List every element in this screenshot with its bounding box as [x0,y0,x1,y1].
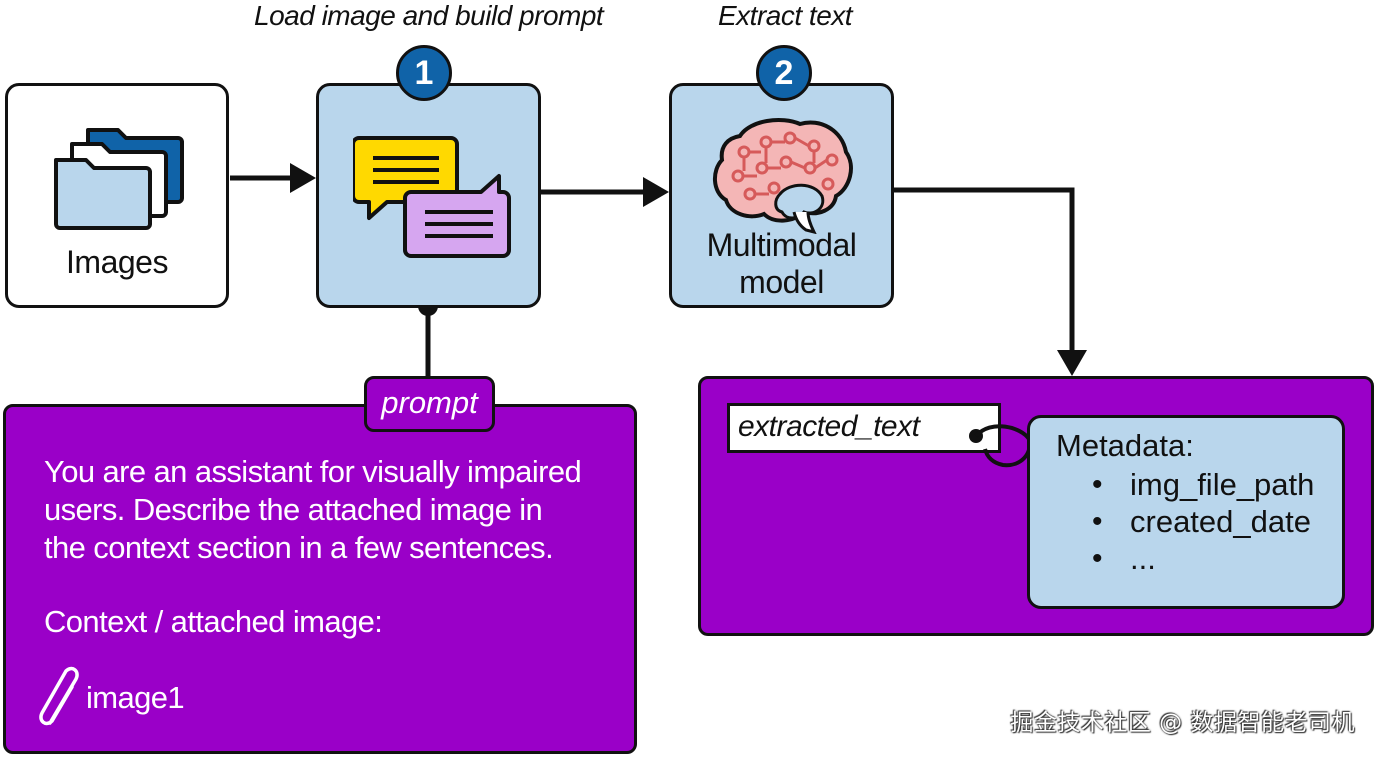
prompt-line-1: You are an assistant for visually impair… [44,454,582,489]
extracted-text-label: extracted_text [738,410,920,443]
list-item: •... [1092,540,1156,576]
link-connector [969,424,1032,468]
metadata-list: •img_file_path •created_date •... [1092,466,1314,577]
step2-label: Extract text [718,0,853,31]
list-item: •created_date [1092,503,1311,539]
multimodal-model-box: Multimodal model [669,83,894,308]
images-label: Images [66,244,168,280]
prompt-line-2: users. Describe the attached image in [44,492,543,527]
metadata-box: Metadata: •img_file_path •created_date •… [1027,415,1345,609]
brain-icon [713,118,853,234]
watermark: 掘金技术社区 @ 数据智能老司机 [1010,710,1355,736]
images-box: Images [5,83,229,308]
step1-label: Load image and build prompt [254,0,604,31]
prompt-line-3: the context section in a few sentences. [44,530,554,565]
prompt-tag: prompt [364,376,495,432]
metadata-title: Metadata: [1056,428,1194,463]
prompt-builder-box [316,83,541,308]
model-label-line2: model [739,264,824,300]
output-panel: extracted_text Metadata: •img_file_path … [698,376,1374,636]
context-label: Context / attached image: [44,604,383,639]
model-label-line1: Multimodal [706,227,857,263]
attachment-name: image1 [86,680,185,715]
extracted-text-field: extracted_text [727,403,1001,453]
arrow-model-to-output [893,187,1075,352]
chat-bubbles-icon [353,136,511,258]
prompt-panel: You are an assistant for visually impair… [3,404,637,754]
step1-badge: 1 [396,45,452,101]
paperclip-icon [39,666,79,726]
list-item: •img_file_path [1092,466,1315,502]
folder-stack-icon [54,128,184,230]
step2-badge: 2 [756,45,812,101]
